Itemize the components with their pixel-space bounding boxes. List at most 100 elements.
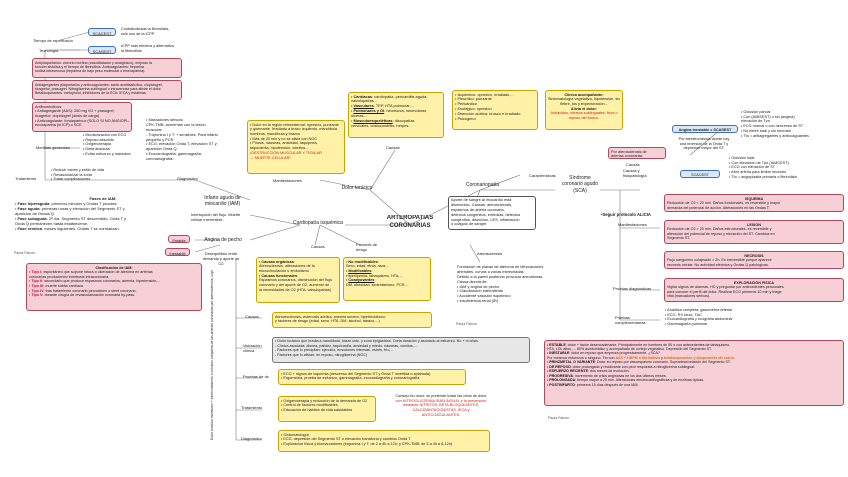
- label-reperfusion: Tiempo de reperfusión: [33, 38, 73, 43]
- text-line: Causa directa de:: [457, 279, 488, 284]
- text-fragment: Sexo, edad, etnia, raza,...: [346, 264, 390, 269]
- text-fragment: Hiperlipemia, tabaquismo, HTA,...: [346, 273, 403, 278]
- text-line: depresión mayor del ST.: [683, 146, 725, 151]
- branch-coronariopatia: Coronariopatía: [455, 182, 510, 190]
- text-line: Por mínimos esfuerzos o ninguno. Tto con…: [547, 356, 841, 360]
- text-line: • Pirosis, náuseas, ansiedad, taquipnea,: [250, 141, 318, 146]
- text-line: fiebre, tos y expectoración...: [560, 101, 608, 106]
- text-line: Por aterosclerosis de: [611, 149, 647, 154]
- label-causas-top: Causas: [386, 145, 400, 150]
- text-line: Antiplaquetarios: clorurio morfina (vaso…: [35, 60, 152, 65]
- text-fragment: •: [547, 364, 550, 369]
- text-line: úlceras...: [351, 114, 441, 119]
- text-line: función sistólica y el tiempo de fibrinó…: [35, 64, 144, 69]
- text-line: • Anticoagulante: fondaparinux (SOLO SI …: [35, 118, 129, 123]
- text-fragment: HTA, LDL altos,.... 80% asintomático y a…: [547, 346, 712, 351]
- branch-label: Dolor torácico: [341, 185, 373, 191]
- label-diagnostico-mid: Diagnóstico: [241, 436, 262, 441]
- pink-box-antiagregantes: Antiagregantes plaquetarios y anticoagul…: [32, 80, 182, 100]
- list-item: • Ecocardiografía y ecografía abdominal: [665, 317, 733, 322]
- label-complementarias: Pruebas complementarias: [614, 315, 654, 327]
- list-item: • Con elevación de Tpn (IAMCEST): [729, 160, 789, 165]
- text-line: Betabloqueantes: metoprolol, inhibidores…: [35, 91, 147, 96]
- text-fragment: : primeros minutos y Ondas T picudas.: [49, 201, 118, 206]
- text-fragment: betabloqueantes y bloqueantes de calcio.: [663, 355, 735, 360]
- text-line: • Vasculares: TEP, HTA pulmonar,...: [351, 104, 441, 109]
- text-line: Interrupción del flujo. Muerte: [191, 213, 241, 217]
- text-line: disminuido. Causas: aterosclerosis,: [451, 202, 513, 207]
- text-fragment: : incremento de crisis anginosas en los …: [572, 373, 667, 378]
- causas-mid-box: Ateroesclerosis, estenosis aórtica, anem…: [272, 312, 432, 328]
- branch-dolor-toracico: Dolor torácico: [332, 185, 382, 193]
- text-line: - Factores que lo precipitan: ejercicio,…: [275, 348, 394, 353]
- branch-label: coronario agudo: [561, 181, 599, 188]
- text-line: Por aterotrombosis donde hay: [678, 137, 730, 141]
- list-item: • Oclusión parcial: [741, 110, 771, 114]
- text-fragment: :: [374, 278, 376, 283]
- box-title: Fases de IAM:: [89, 196, 117, 201]
- key-term: DE REPOSO: [549, 364, 571, 369]
- text-line: Desequilibrio entre: [204, 252, 238, 256]
- key-term: Fase crónica: [17, 226, 42, 231]
- text-line: • Tipo I: espontáneo que supone rotura o…: [29, 270, 199, 275]
- list-item: • Con (AMISEST) o sin (angina): [741, 114, 795, 119]
- label-fisiopatologia: Causas y fisiopatología: [622, 168, 660, 180]
- label-tratamiento-mid: Tratamiento: [241, 405, 263, 410]
- tratamiento-left-list: • Reducir estrés y estilo de vida • Reva…: [50, 168, 130, 188]
- text-line: • Tipo IV: tras tratamiento coronario pe…: [29, 289, 199, 294]
- text-line: • IAM y angina de pecho: [457, 284, 500, 289]
- text-line: espasmos de arteria coronaria,: [451, 207, 505, 212]
- list-item: • Pericárdico: [455, 102, 477, 107]
- text-line: • Pulmonares y GI: neumonía, neumotórax,: [351, 109, 441, 114]
- factores-riesgo-box: • No modificables:Sexo, edad, etnia, raz…: [343, 257, 431, 301]
- key-term: Coadyuvantes: [348, 278, 375, 283]
- box-title: NECROSIS: [744, 253, 764, 258]
- text-fragment: durante cirugía de revascularización cor…: [44, 293, 136, 298]
- text-fragment: •: [346, 259, 349, 264]
- key-term: AAS + HBPM o fibrinólisis: [615, 355, 661, 360]
- text-line: Vigilar signos de alarmas, HC y pregunta…: [667, 285, 784, 290]
- text-line: • Tipo V: durante cirugía de revasculari…: [29, 293, 199, 298]
- text-fragment: : dolor en reposo que empeora progresiva…: [569, 351, 660, 356]
- text-fragment: espontáneo que supone rotura o ulceració…: [43, 270, 153, 275]
- manifestaciones-box: • Dolor en la región retroesternal: opre…: [247, 120, 345, 174]
- text-line: demanda y aporte de: [202, 256, 240, 261]
- list-item: • Tratar complicaciones: [51, 177, 91, 182]
- list-item: • Evitar esfuerzo y maniobra: [83, 151, 131, 156]
- text-line: Hiperlipemia, tabaquismo, HTA,...: [346, 274, 428, 279]
- center-title-line2: CORONARIAS: [389, 222, 431, 229]
- list-item: • Ecocardiografía, gammagrafía,: [146, 152, 202, 157]
- list-item: • Reposo absoluto: [83, 137, 114, 142]
- text-line: coronarias produciendo trombosis intraco…: [29, 275, 199, 280]
- key-term: Fase hiperaguda: [17, 201, 50, 206]
- clasificacion-iam-box: Clasificación de IAM:• Tipo I: espontáne…: [26, 263, 202, 311]
- text-fragment: aparición de Ondas Q.: [15, 211, 56, 216]
- list-item: - Troponina I y T: + sensibles. Para inf…: [146, 132, 218, 137]
- list-item: • Isquémico: opresivo, irradiado,...: [455, 92, 514, 97]
- text-line: mediante NITRITOS, BETA BLOQUEANTES,: [402, 403, 480, 408]
- text-line: • Tipo II: secundario que produce espasm…: [29, 279, 199, 284]
- text-line: • Dolor torácico que irradia a mandíbula…: [275, 339, 479, 343]
- exploracion-box: EXPLORACIÓN FÍSICA Vigilar signos de ala…: [664, 278, 844, 302]
- label-factores: Factores de riesgo: [355, 242, 383, 254]
- text-fragment: •: [346, 278, 349, 283]
- text-line: • Fase hiperaguda: primeros minutos y On…: [15, 201, 191, 206]
- key-term: Fase aguda: [17, 206, 40, 211]
- label-causas-mid: Causas: [245, 314, 259, 319]
- key-term: PROGRESIVA: [549, 373, 573, 378]
- list-item: muscular: [146, 127, 162, 132]
- text-line: • PROGRESIVA: incremento de crisis angin…: [547, 374, 841, 378]
- text-fragment: •: [15, 226, 18, 231]
- text-fragment: : TEP, HTA pulmonar,...: [373, 104, 414, 109]
- text-fragment: •: [351, 94, 354, 99]
- text-fragment: •: [15, 201, 18, 206]
- note-line: la fibrinólisis: [121, 48, 142, 53]
- text-fragment: : Dolor en reposo por vasoespasmo corona…: [595, 360, 731, 365]
- text-fragment: : 2ª día. Segmento ST descendido, Onda T…: [46, 216, 126, 221]
- scasest-list: • Oclusión parcial • Con (AMISEST) o sin…: [740, 110, 844, 146]
- text-line: Onda Q permanecen hasta establecerse.: [15, 221, 191, 226]
- text-line: sódica intravenosa (heparina de bajo pes…: [35, 69, 146, 74]
- list-item: • ECG normal o con descenso de ST: [741, 124, 804, 129]
- text-line: ANTICOAGULANTES.: [421, 412, 461, 417]
- causas-organicas-box: • Causas orgánicas:Aterosclerosis, alter…: [256, 257, 340, 303]
